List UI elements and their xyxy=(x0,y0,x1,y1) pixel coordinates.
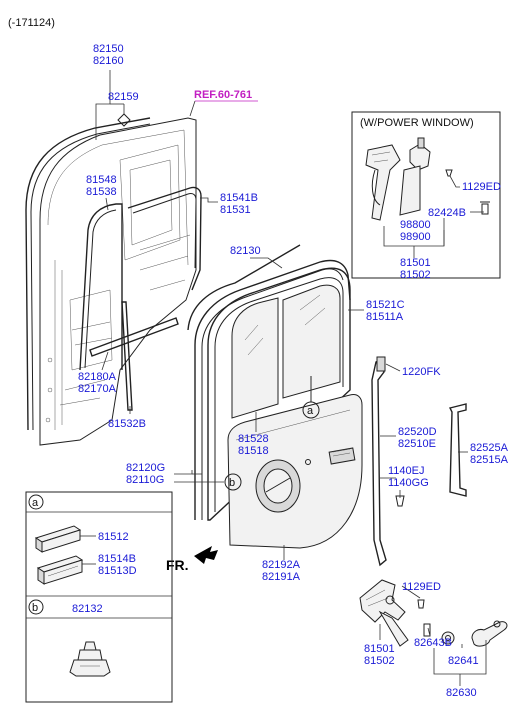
legend-part-81512: 81512 xyxy=(98,531,129,543)
label-1140EJ: 1140EJ xyxy=(388,465,425,477)
sliding-glass-81521C xyxy=(282,284,341,399)
label-1140GG: 1140GG xyxy=(388,477,429,489)
legend-part-82132: 82132 xyxy=(72,603,103,615)
manual-regulator-81501 xyxy=(359,579,409,647)
callout-b: b xyxy=(224,473,242,491)
label-81502-box: 81502 xyxy=(400,269,431,281)
callout-a: a xyxy=(302,401,320,419)
part-81514B-drawing xyxy=(36,555,84,585)
door-weatherstrip-82130 xyxy=(187,244,301,331)
leader-lines xyxy=(95,70,487,686)
label-98800: 98800 xyxy=(400,219,431,231)
legend-part-81514B: 81514B xyxy=(98,553,136,565)
door-frame-drawing xyxy=(39,117,197,446)
legend-marker-b xyxy=(28,599,44,615)
label-82192A: 82192A xyxy=(262,559,301,571)
label-81511A: 81511A xyxy=(366,311,404,323)
label-82630: 82630 xyxy=(446,687,477,699)
label-81538: 81538 xyxy=(86,186,117,198)
glass-frame-81521C xyxy=(207,267,351,521)
label-82120G: 82120G xyxy=(126,462,165,474)
label-82520D: 82520D xyxy=(398,426,437,438)
label-1220FK: 1220FK xyxy=(402,366,441,378)
label-82191A: 82191A xyxy=(262,571,301,583)
front-arrow: FR. xyxy=(166,546,218,573)
legend-marker-a xyxy=(28,494,44,510)
label-82150: 82150 xyxy=(93,43,124,55)
label-81502-manual: 81502 xyxy=(364,655,395,667)
label-82130: 82130 xyxy=(230,245,261,257)
bolt-1129ED-box xyxy=(445,169,453,177)
clip-82132-drawing xyxy=(69,641,111,677)
svg-text:FR.: FR. xyxy=(166,557,189,573)
label-81518: 81518 xyxy=(238,445,269,457)
part-81512-drawing xyxy=(34,525,82,553)
svg-text:a: a xyxy=(307,405,314,417)
fixed-glass-81528 xyxy=(231,297,279,419)
label-82159: 82159 xyxy=(108,91,139,103)
legend-part-81513D: 81513D xyxy=(98,565,137,577)
door-trim-82192A xyxy=(227,394,363,549)
label-82641: 82641 xyxy=(448,655,479,667)
glass-run-81548 xyxy=(79,203,123,371)
header-code: (-171124) xyxy=(8,17,55,29)
label-81548: 81548 xyxy=(86,174,117,186)
screw-1140EJ xyxy=(395,495,405,507)
clip-82159 xyxy=(117,113,131,127)
label-1129ED-box: 1129ED xyxy=(462,181,501,193)
glass-run-81541B xyxy=(127,186,202,291)
label-82424B: 82424B xyxy=(428,207,466,219)
label-82160: 82160 xyxy=(93,55,124,67)
label-82180A: 82180A xyxy=(78,371,117,383)
part-labels: 82150 82160 82159 REF.60-761 81548 81538… xyxy=(78,43,509,699)
legend-box: a b 81512 81514B 81513D 82132 xyxy=(25,491,173,703)
ref-label: REF.60-761 xyxy=(194,89,252,101)
power-window-title: (W/POWER WINDOW) xyxy=(360,117,474,129)
rail-82520D xyxy=(371,359,387,567)
label-82110G: 82110G xyxy=(126,474,164,486)
belt-moulding-82180A xyxy=(89,317,179,357)
label-1129ED-manual: 1129ED xyxy=(402,581,441,593)
power-window-box xyxy=(351,111,501,279)
rail-82525A xyxy=(448,403,467,497)
label-98900: 98900 xyxy=(400,231,431,243)
power-regulator-98800 xyxy=(365,137,431,221)
legend-marker-a-text: a xyxy=(32,497,39,509)
label-82510E: 82510E xyxy=(398,438,436,450)
washer-82643B xyxy=(441,631,455,645)
bolt-1129ED-manual xyxy=(417,599,425,609)
label-81501-manual: 81501 xyxy=(364,643,395,655)
channel-81532B xyxy=(121,301,133,411)
label-82170A: 82170A xyxy=(78,383,117,395)
svg-text:b: b xyxy=(229,477,235,489)
label-81532B: 81532B xyxy=(108,418,146,430)
door-weatherstrip-82120G xyxy=(194,259,351,520)
weatherstrip-82150 xyxy=(25,117,151,431)
label-82525A: 82525A xyxy=(470,442,509,454)
bolt-82643B-small xyxy=(423,623,431,637)
label-81528: 81528 xyxy=(238,433,269,445)
label-81501-box: 81501 xyxy=(400,257,431,269)
label-81521C: 81521C xyxy=(366,299,405,311)
label-81541B: 81541B xyxy=(220,192,258,204)
legend-marker-b-text: b xyxy=(32,602,38,614)
window-handle-82641 xyxy=(471,621,508,647)
label-81531: 81531 xyxy=(220,204,251,216)
label-82643B: 82643B xyxy=(414,637,452,649)
label-82515A: 82515A xyxy=(470,454,509,466)
bolt-82424B xyxy=(480,201,490,215)
bracket-1220FK xyxy=(376,356,386,372)
